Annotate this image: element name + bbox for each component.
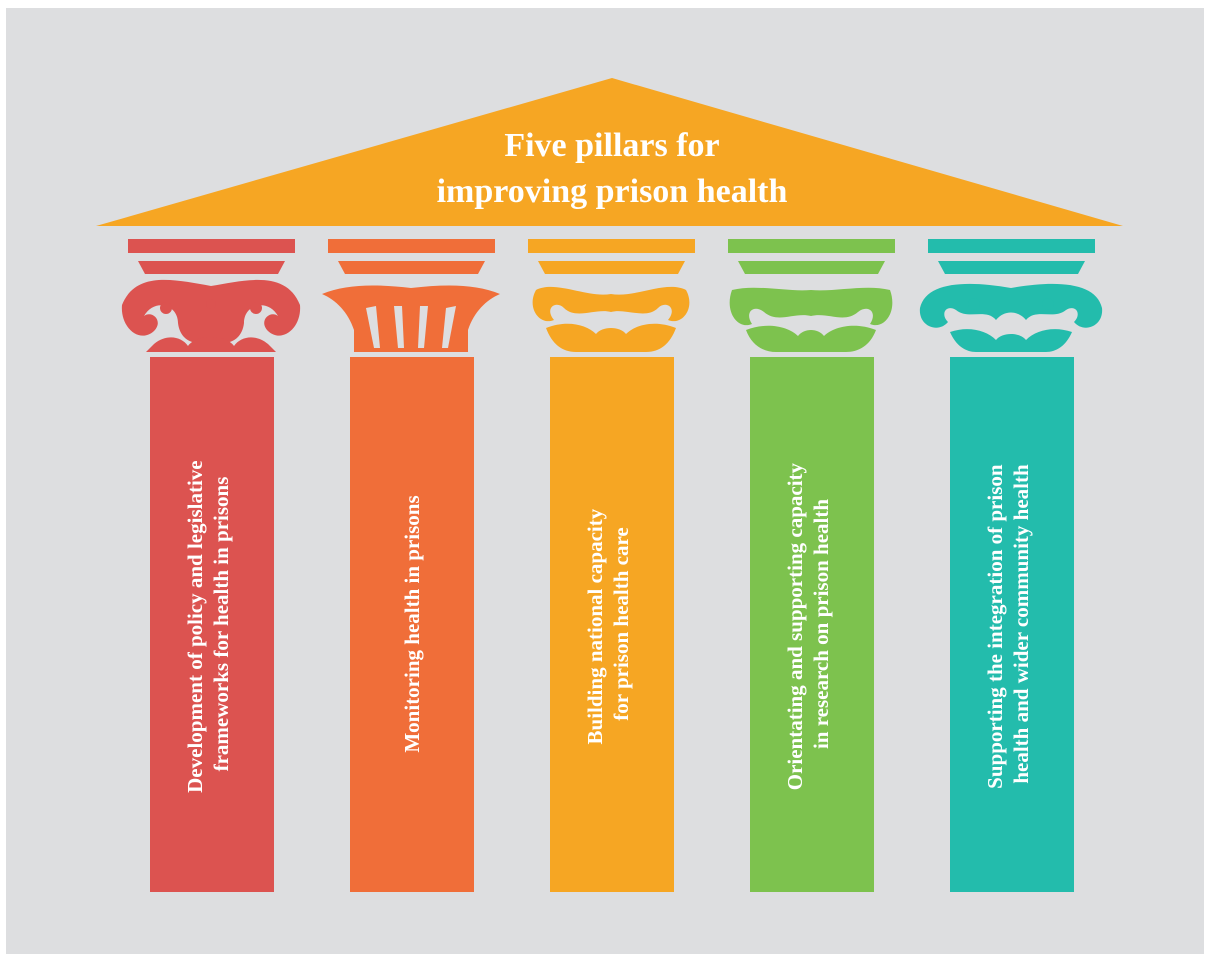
pillar-3-label: Building national capacity for prison he…: [583, 504, 633, 745]
pillar-3-capital-ornament: [532, 286, 690, 352]
pillar-2: Monitoring health in prisons: [322, 239, 500, 892]
pillar-4-capital-ornament: [729, 287, 893, 352]
pillar-3: Building national capacity for prison he…: [528, 239, 695, 892]
pillar-1: Development of policy and legislative fr…: [121, 239, 301, 892]
pillar-2-label-line1: Monitoring health in prisons: [400, 495, 424, 752]
diagram-canvas: Five pillars for improving prison health…: [6, 8, 1204, 954]
pillar-5-abacus: [928, 239, 1095, 253]
pillar-2-echinus: [338, 261, 485, 274]
pillar-4-abacus: [728, 239, 895, 253]
pillar-1-abacus: [128, 239, 295, 253]
pillar-5-shaft: [950, 357, 1074, 892]
pillar-2-capital-ornament: [322, 285, 500, 352]
pillar-5-capital-ornament: [919, 283, 1103, 352]
pillar-2-abacus: [328, 239, 495, 253]
pillar-4-label-line2: in research on prison health: [809, 499, 833, 749]
pillar-3-abacus: [528, 239, 695, 253]
pillar-4-label: Orientating and supporting capacity in r…: [783, 458, 833, 791]
pillar-5: Supporting the integration of prison hea…: [919, 239, 1103, 892]
pillar-5-echinus: [938, 261, 1085, 274]
pillar-5-label: Supporting the integration of prison hea…: [983, 459, 1033, 789]
pillar-1-capital-ornament: [121, 279, 301, 352]
pillar-5-label-line1: Supporting the integration of prison: [983, 464, 1007, 789]
diagram-title-line1: Five pillars for: [504, 127, 719, 164]
pillar-2-label: Monitoring health in prisons: [400, 495, 424, 752]
pillar-4-shaft: [750, 357, 874, 892]
diagram-title-line2: improving prison health: [437, 173, 788, 210]
pillar-3-shaft: [550, 357, 674, 892]
pillar-3-echinus: [538, 261, 685, 274]
pillar-1-label: Development of policy and legislative fr…: [183, 455, 233, 793]
pillar-1-label-line2: frameworks for health in prisons: [209, 477, 233, 772]
roof-pediment: [96, 78, 1123, 226]
pillar-4-echinus: [738, 261, 885, 274]
pillar-5-label-line2: health and wider community health: [1009, 464, 1033, 784]
pillar-4-label-line1: Orientating and supporting capacity: [783, 462, 807, 790]
pillar-1-shaft: [150, 357, 274, 892]
pillar-1-label-line1: Development of policy and legislative: [183, 460, 207, 792]
pillar-4: Orientating and supporting capacity in r…: [728, 239, 895, 892]
five-pillars-diagram: Five pillars for improving prison health…: [96, 78, 1123, 892]
pillar-1-echinus: [138, 261, 285, 274]
pillar-2-shaft: [350, 357, 474, 892]
pillar-3-label-line2: for prison health care: [609, 527, 633, 720]
pillar-3-label-line1: Building national capacity: [583, 508, 607, 744]
